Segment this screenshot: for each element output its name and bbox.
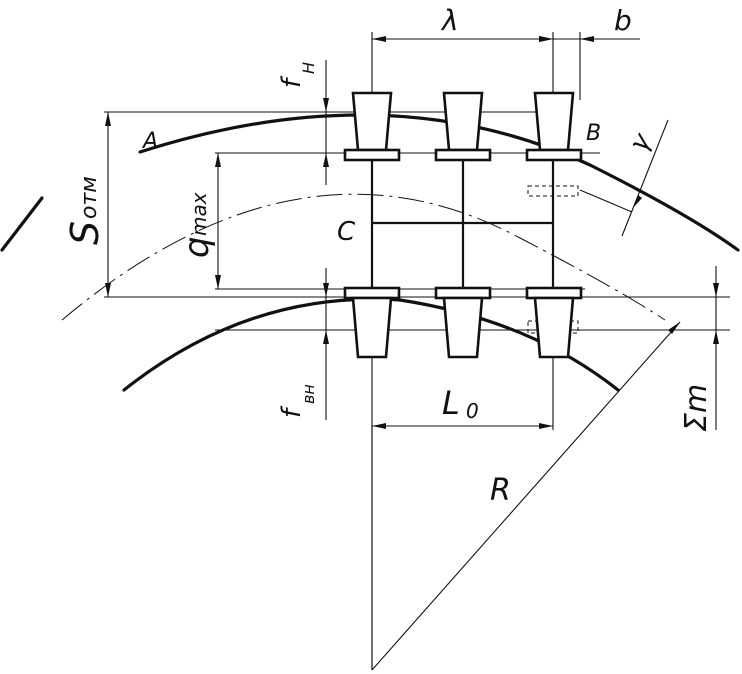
svg-text:f: f (277, 75, 307, 88)
label-l0: L 0 (442, 384, 479, 423)
svg-text:вн: вн (299, 384, 318, 404)
svg-text:L: L (442, 384, 460, 422)
label-sigma-m: Σm (679, 384, 714, 432)
bottom-wheel-left (343, 286, 401, 359)
dim-gamma-line (621, 119, 669, 237)
label-a: A (141, 129, 158, 154)
top-wheel-right (525, 91, 583, 162)
hidden-wheel-top (527, 185, 579, 197)
label-b-point: B (586, 121, 601, 146)
label-c: C (337, 217, 356, 247)
track-axis-centerline (61, 193, 666, 321)
top-wheel-left (343, 91, 401, 162)
outer-rail-curve (138, 113, 740, 252)
svg-text:отм: отм (77, 176, 102, 219)
bottom-wheel-middle (434, 286, 492, 359)
label-fvn: f вн (277, 384, 318, 418)
svg-text:0: 0 (466, 399, 479, 423)
top-wheel-middle (434, 91, 492, 162)
label-qmax: q max (177, 192, 217, 258)
svg-text:f: f (277, 405, 307, 418)
label-gamma: γ (624, 128, 658, 157)
svg-text:H: H (299, 62, 318, 74)
bottom-wheel-right (525, 286, 583, 359)
label-lambda: λ (440, 4, 459, 37)
label-b: b (614, 4, 632, 37)
svg-text:q: q (177, 236, 217, 258)
label-r: R (490, 473, 511, 508)
label-fn: f H (277, 62, 318, 88)
label-sotm: S отм (63, 176, 107, 245)
dim-gamma-ext (579, 189, 633, 213)
svg-text:max: max (187, 192, 211, 236)
radius-line (371, 321, 681, 671)
svg-text:S: S (63, 221, 107, 245)
outer-broken-fragment (0, 196, 44, 252)
